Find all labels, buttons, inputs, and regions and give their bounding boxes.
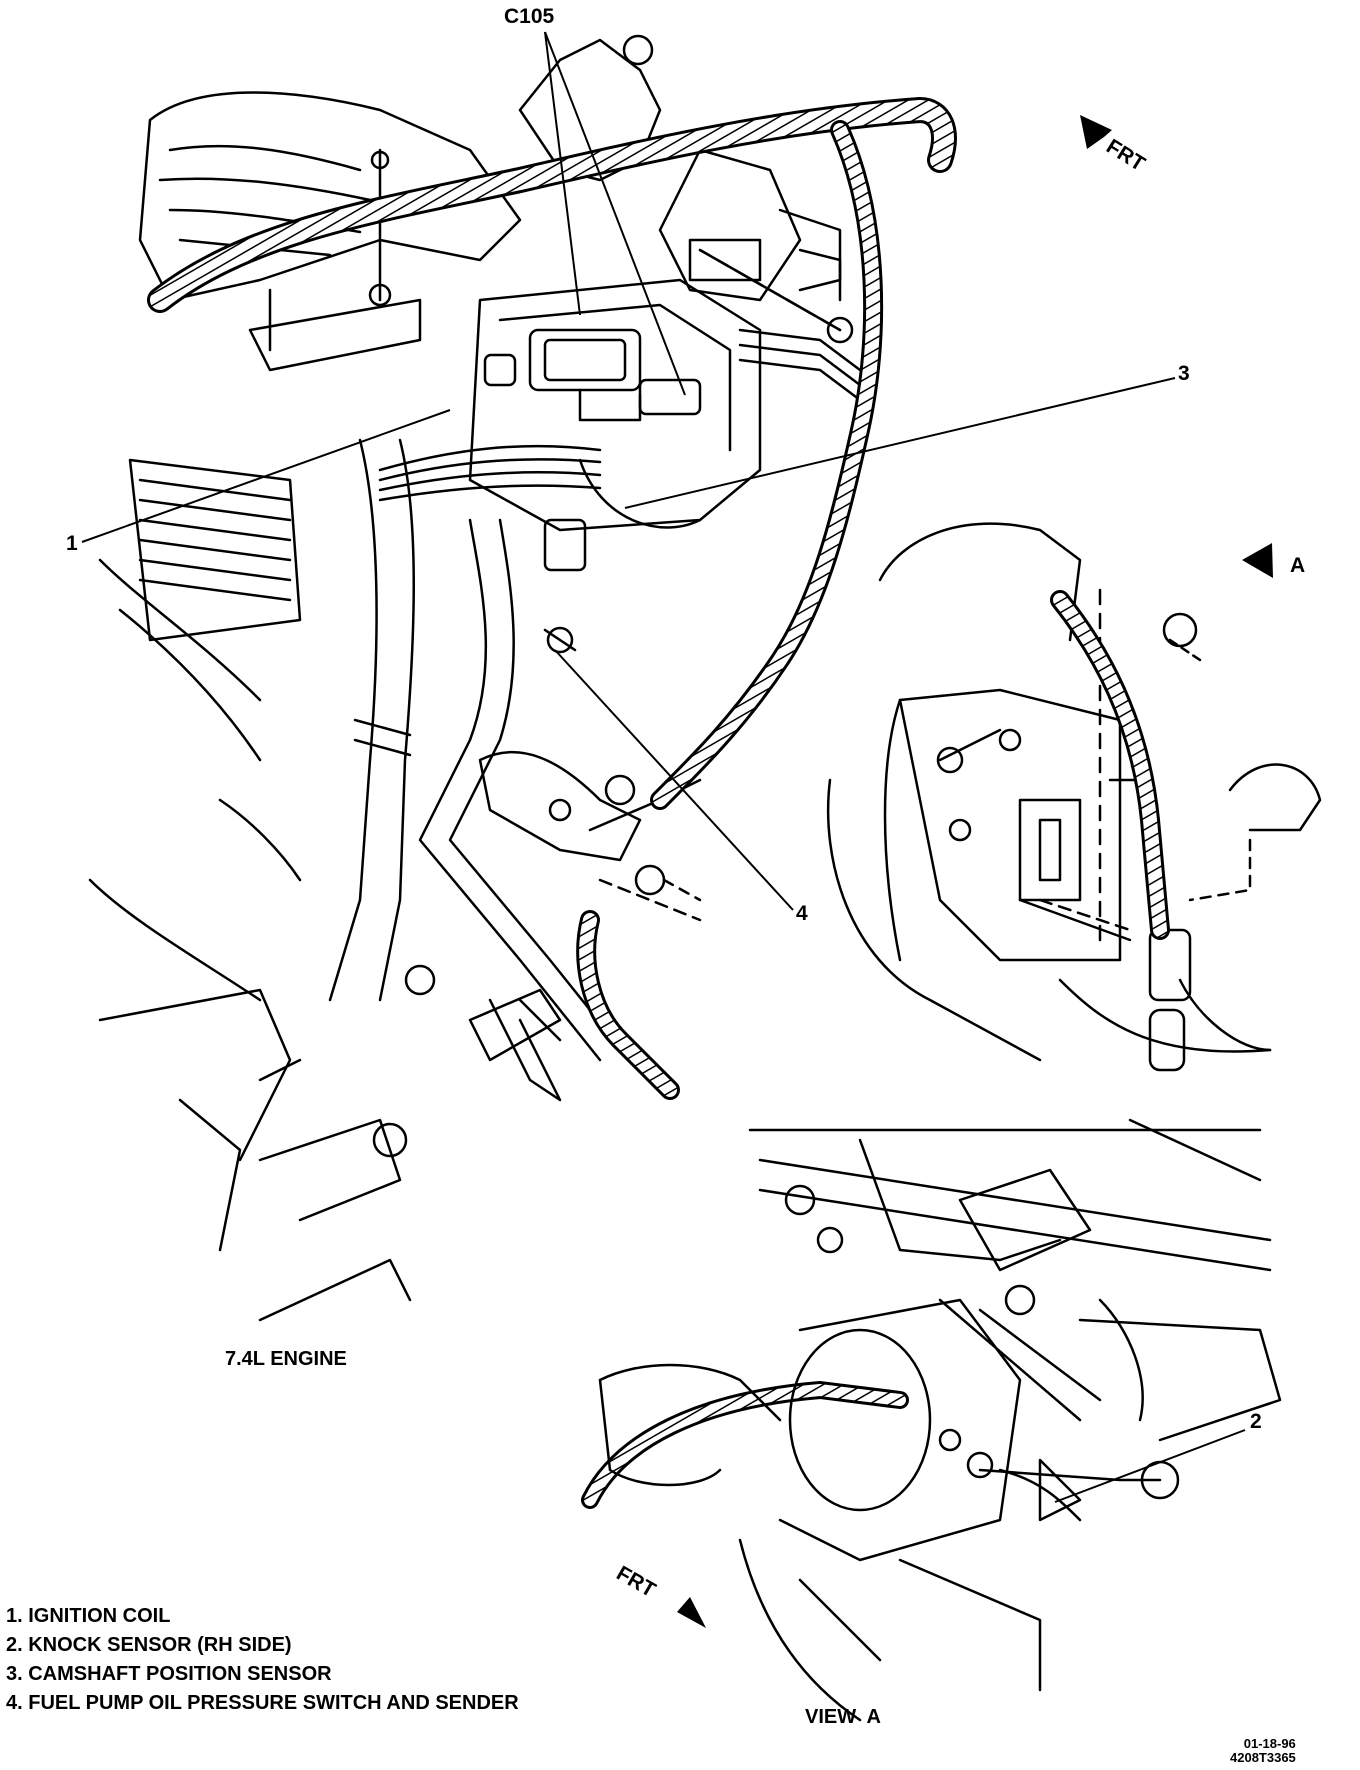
callout-number-2: 2 <box>1250 1410 1262 1433</box>
wiring-harness <box>147 96 1170 1509</box>
engine-caption: 7.4L ENGINE <box>225 1348 347 1370</box>
callout-number-3: 3 <box>1178 362 1190 385</box>
frt-arrow-bottom <box>677 1597 706 1628</box>
legend-item: 3. CAMSHAFT POSITION SENSOR <box>6 1663 332 1685</box>
connector-label-c105: C105 <box>504 5 555 28</box>
document-figure-id: 4208T3365 <box>1230 1750 1296 1765</box>
view-a-caption: VIEW A <box>805 1706 881 1728</box>
document-date: 01-18-96 <box>1243 1736 1296 1751</box>
legend-item: 2. KNOCK SENSOR (RH SIDE) <box>6 1634 292 1656</box>
document-code: 01-18-96 4208T3365 <box>1230 1737 1296 1765</box>
view-a-arrow-label: A <box>1290 554 1306 577</box>
view-a-illustration <box>598 1118 1282 1722</box>
engine-illustration <box>88 34 1322 1322</box>
frt-arrow-top <box>1080 115 1112 149</box>
leader-lines <box>81 31 1246 1503</box>
legend-item: 1. IGNITION COIL <box>6 1605 171 1627</box>
direction-arrows <box>677 115 1273 1628</box>
parts-legend: 1. IGNITION COIL 2. KNOCK SENSOR (RH SID… <box>6 1602 519 1718</box>
callout-number-1: 1 <box>66 532 78 555</box>
callout-number-4: 4 <box>796 902 808 925</box>
a-arrow <box>1242 543 1273 578</box>
legend-item: 4. FUEL PUMP OIL PRESSURE SWITCH AND SEN… <box>6 1692 519 1714</box>
